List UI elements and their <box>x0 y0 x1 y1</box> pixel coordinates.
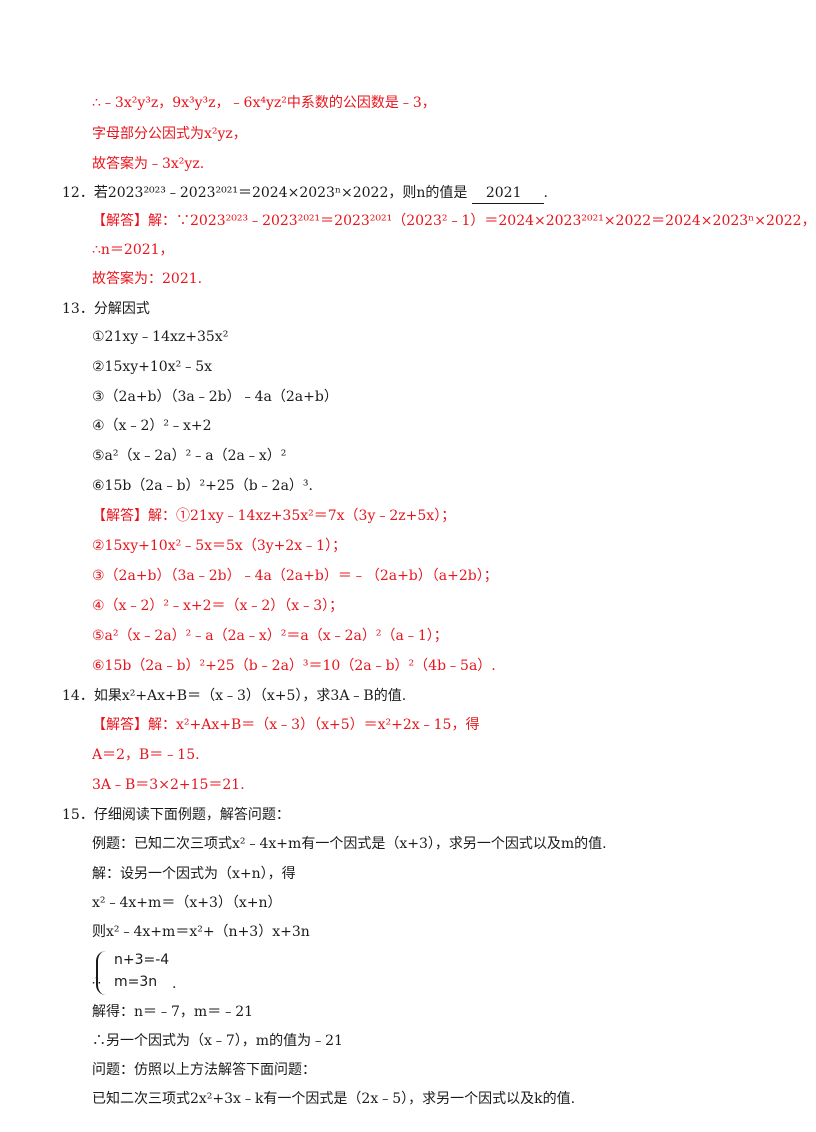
equation-system-brace <box>96 951 158 995</box>
q15-example-line-6: ∴另一个因式为（x﹣7），m的值为﹣21 <box>92 1033 343 1049</box>
q13-item-5: ⑤a²（x﹣2a）²﹣a（2a﹣x）² <box>92 448 287 464</box>
equation-system-row-1: n+3=-4 <box>114 952 170 968</box>
q15-example-line-4: 则x²﹣4x+m＝x²+（n+3）x+3n <box>92 924 310 940</box>
q13-solution-6: ⑥15b（2a﹣b）²+25（b﹣2a）³＝10（2a﹣b）²（4b﹣5a）. <box>92 658 496 674</box>
equation-system-end: . <box>172 976 177 992</box>
q15-example-line-5: 解得：n＝﹣7，m＝﹣21 <box>92 1004 254 1020</box>
q14-stem: 14．如果x²+Ax+B＝（x﹣3）（x+5），求3A﹣B的值. <box>62 688 407 704</box>
q12-solution-line-2: ∴n＝2021， <box>92 242 174 258</box>
q14-solution-line-2: A＝2，B＝﹣15. <box>92 747 200 763</box>
q13-solution-4: ④（x﹣2）²﹣x+2＝（x﹣2）（x﹣3）； <box>92 598 344 614</box>
q13-item-1: ①21xy﹣14xz+35x² <box>92 329 229 345</box>
q13-item-3: ③（2a+b）（3a﹣2b）﹣4a（2a+b） <box>92 389 338 405</box>
q13-item-2: ②15xy+10x²﹣5x <box>92 359 213 375</box>
q15-problem-intro: 问题：仿照以上方法解答下面问题： <box>92 1062 316 1078</box>
equation-system-row-2: m=3n <box>114 974 158 990</box>
q15-example-line-3: x²﹣4x+m＝（x+3）（x+n） <box>92 895 282 911</box>
q12-stem: 12．若2023²⁰²³﹣2023²⁰²¹＝2024×2023ⁿ×2022，则n… <box>62 183 548 204</box>
q15-stem: 15．仔细阅读下面例题，解答问题： <box>62 807 290 823</box>
q13-solution-2: ②15xy+10x²﹣5x＝5x（3y+2x﹣1）； <box>92 538 347 554</box>
q12-stem-text: 12．若2023²⁰²³﹣2023²⁰²¹＝2024×2023ⁿ×2022，则n… <box>62 185 468 201</box>
q11-solution-line-3: 故答案为﹣3x²yz. <box>92 156 205 172</box>
q11-solution-line-2: 字母部分公因式为x²yz， <box>92 126 247 142</box>
q15-example-line-1: 例题：已知二次三项式x²﹣4x+m有一个因式是（x+3），求另一个因式以及m的值… <box>92 836 607 852</box>
q12-stem-end: . <box>543 185 548 201</box>
q14-solution-line-3: 3A﹣B＝3×2+15＝21. <box>92 777 245 793</box>
q15-task: 已知二次三项式2x²+3x﹣k有一个因式是（2x﹣5），求另一个因式以及k的值. <box>92 1091 576 1107</box>
q13-solution-3: ③（2a+b）（3a﹣2b）﹣4a（2a+b）＝﹣（2a+b）（a+2b）； <box>92 568 498 584</box>
q12-solution-line-3: 故答案为：2021. <box>92 271 203 287</box>
q14-solution-line-1: 【解答】解：x²+Ax+B＝（x﹣3）（x+5）＝x²+2x﹣15，得 <box>92 717 480 733</box>
q12-solution-line-1: 【解答】解：∵2023²⁰²³﹣2023²⁰²¹＝2023²⁰²¹（2023²﹣… <box>92 213 816 229</box>
q13-stem: 13．分解因式 <box>62 301 150 317</box>
q15-example-line-2: 解：设另一个因式为（x+n），得 <box>92 866 296 882</box>
q13-solution-5: ⑤a²（x﹣2a）²﹣a（2a﹣x）²＝a（x﹣2a）²（a﹣1）； <box>92 628 448 644</box>
q11-solution-line-1: ∴﹣3x²y³z，9x³y³z，﹣6x⁴yz²中系数的公因数是﹣3， <box>92 95 436 111</box>
q12-answer-blank: 2021 <box>471 183 544 204</box>
q13-item-6: ⑥15b（2a﹣b）²+25（b﹣2a）³. <box>92 478 313 494</box>
q13-solution-1: 【解答】解：①21xy﹣14xz+35x²＝7x（3y﹣2z+5x）； <box>92 508 456 524</box>
q13-item-4: ④（x﹣2）²﹣x+2 <box>92 418 212 434</box>
